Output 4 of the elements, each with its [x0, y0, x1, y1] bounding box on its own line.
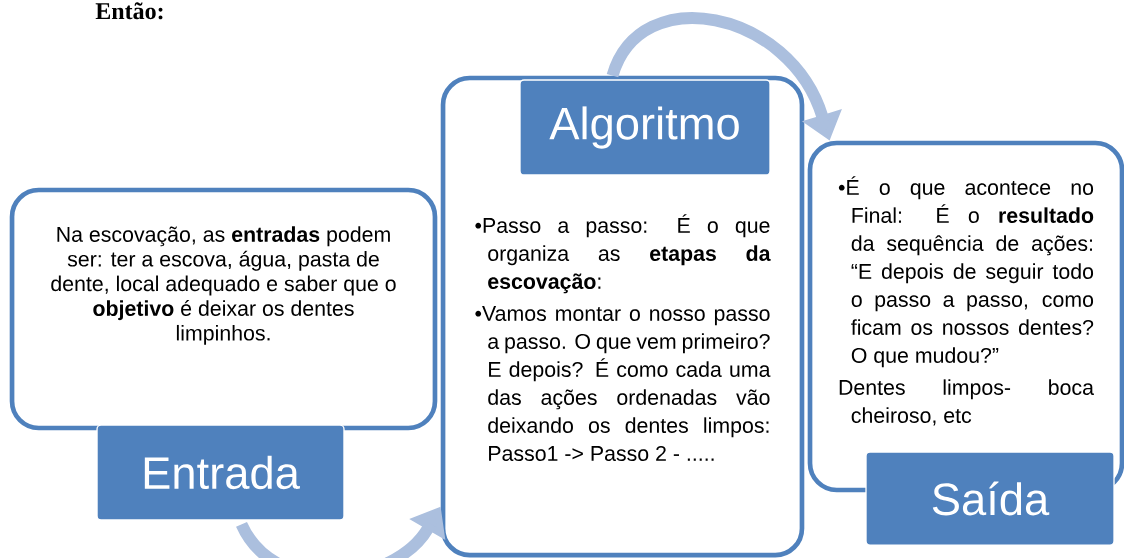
title-tab: Entrada	[96, 424, 345, 521]
title-tab: Algoritmo	[519, 79, 771, 176]
content-card: Na escovação, as entradas podem ser: ter a escova, água, pasta de dente, local adequado e saber que o objetivo é deixar os dentes limpinhos.	[9, 187, 438, 431]
note-text: Então:	[95, 2, 163, 20]
